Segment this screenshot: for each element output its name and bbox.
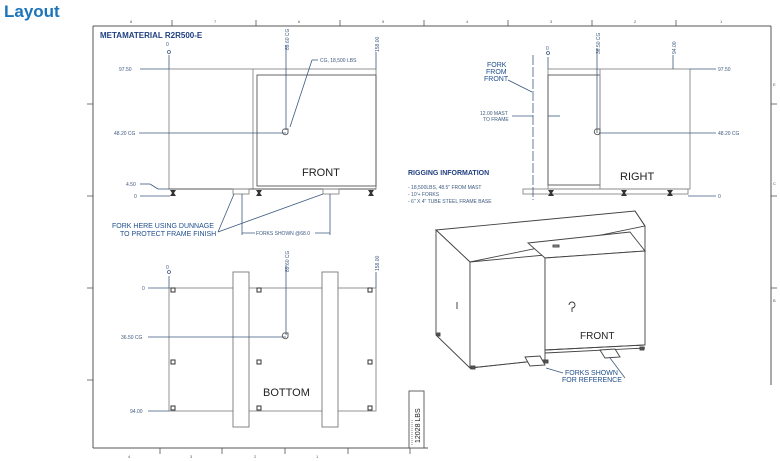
bottom-view-label: BOTTOM [263,387,310,399]
dim-bottom-xcg: 89.60 CG [285,250,291,272]
dim-front-xmax: 158.00 [375,36,381,52]
fork-note-line1: FORK HERE USING DUNNAGE [112,223,214,230]
dim-right-xmax: 94.00 [672,41,678,54]
dim-front-yfoot: 4.50 [126,182,136,188]
rigging-item: - 18,500LBS, 48.5" FROM MAST [408,185,481,191]
dim-front-ytop: 97.50 [119,67,132,73]
dim-front-x0: 0 [166,42,169,48]
right-view: 0 36.50 CG 94.00 97.50 48.20 CG 0 FORK F… [480,32,740,200]
right-view-label: RIGHT [620,171,655,183]
dim-bottom-xmax: 158.00 [375,255,381,271]
border-tick-right: B [773,298,776,303]
dim-front-ycg: 48.20 CG [114,131,136,137]
border-tick-top: 4 [466,19,469,24]
iso-forks-note-line2: FOR REFERENCE [562,377,622,384]
iso-forks-note: FORKS SHOWN FOR REFERENCE [545,357,626,384]
rigging-info: RIGGING INFORMATION - 18,500LBS, 48.5" F… [408,170,492,205]
dim-bottom-ymax: 94.00 [130,409,143,415]
rigging-title: RIGGING INFORMATION [408,170,489,177]
dim-right-y0: 0 [718,194,721,200]
border-tick-bottom: 1 [316,454,319,459]
rigging-item: - 6" X 4" TUBE STEEL FRAME BASE [408,199,492,205]
border-tick-top: 3 [550,19,553,24]
fork-from-front-line2: FROM [486,69,507,76]
rigging-item: - 10'+ FORKS [408,192,440,198]
border-tick-bottom: 2 [254,454,257,459]
dim-right-ycg: 48.20 CG [718,131,740,137]
dim-bottom-x0: 0 [166,265,169,271]
fork-from-front-line1: FORK [487,62,507,69]
sheet-border: 8 7 6 5 4 3 2 1 E C B 4 3 2 1 [87,19,777,459]
border-tick-top: 6 [298,19,301,24]
border-tick-top: 8 [130,19,133,24]
cg-callout: CG, 18,500 LBS [320,58,357,64]
fork-from-front-line3: FRONT [484,76,509,83]
border-tick-top: 1 [720,19,723,24]
dim-right-x0: 0 [546,46,549,52]
iso-view [434,210,646,370]
dim-bottom-y0: 0 [142,286,145,292]
dim-front-y0: 0 [134,194,137,200]
border-tick-top: 7 [214,19,217,24]
forks-shown-dim: FORKS SHOWN @68.0 [256,231,310,237]
mast-note-line1: 12.00 MAST [480,111,508,117]
border-tick-top: 5 [382,19,385,24]
border-tick-right: E [773,82,776,87]
border-tick-bottom: 4 [128,454,131,459]
border-tick-top: 2 [634,19,637,24]
mast-note-line2: TO FRAME [483,117,509,123]
dim-right-ytop: 97.50 [718,67,731,73]
dim-bottom-ycg: 36.50 CG [121,335,143,341]
border-tick-right: C [773,181,776,186]
drawing-title: METAMATERIAL R2R500-E [100,31,203,40]
dim-front-xcg: 89.60 CG [285,28,291,50]
weight-label: 12028 LBS [415,408,422,443]
bottom-view: 0 89.60 CG 158.00 0 36.50 CG 94.00 BOTTO… [121,250,381,428]
dim-right-xcg: 36.50 CG [596,32,602,54]
front-view-label: FRONT [302,167,340,179]
front-view: 89.60 CG 158.00 0 97.50 48.20 CG 4.50 0 … [112,28,381,238]
iso-forks-note-line1: FORKS SHOWN [565,370,618,377]
page-title: Layout [4,2,60,21]
border-tick-bottom: 3 [190,454,193,459]
weight-box: 12028 LBS [408,390,425,449]
fork-note-line2: TO PROTECT FRAME FINISH [120,231,216,238]
iso-front-label: FRONT [580,331,614,342]
